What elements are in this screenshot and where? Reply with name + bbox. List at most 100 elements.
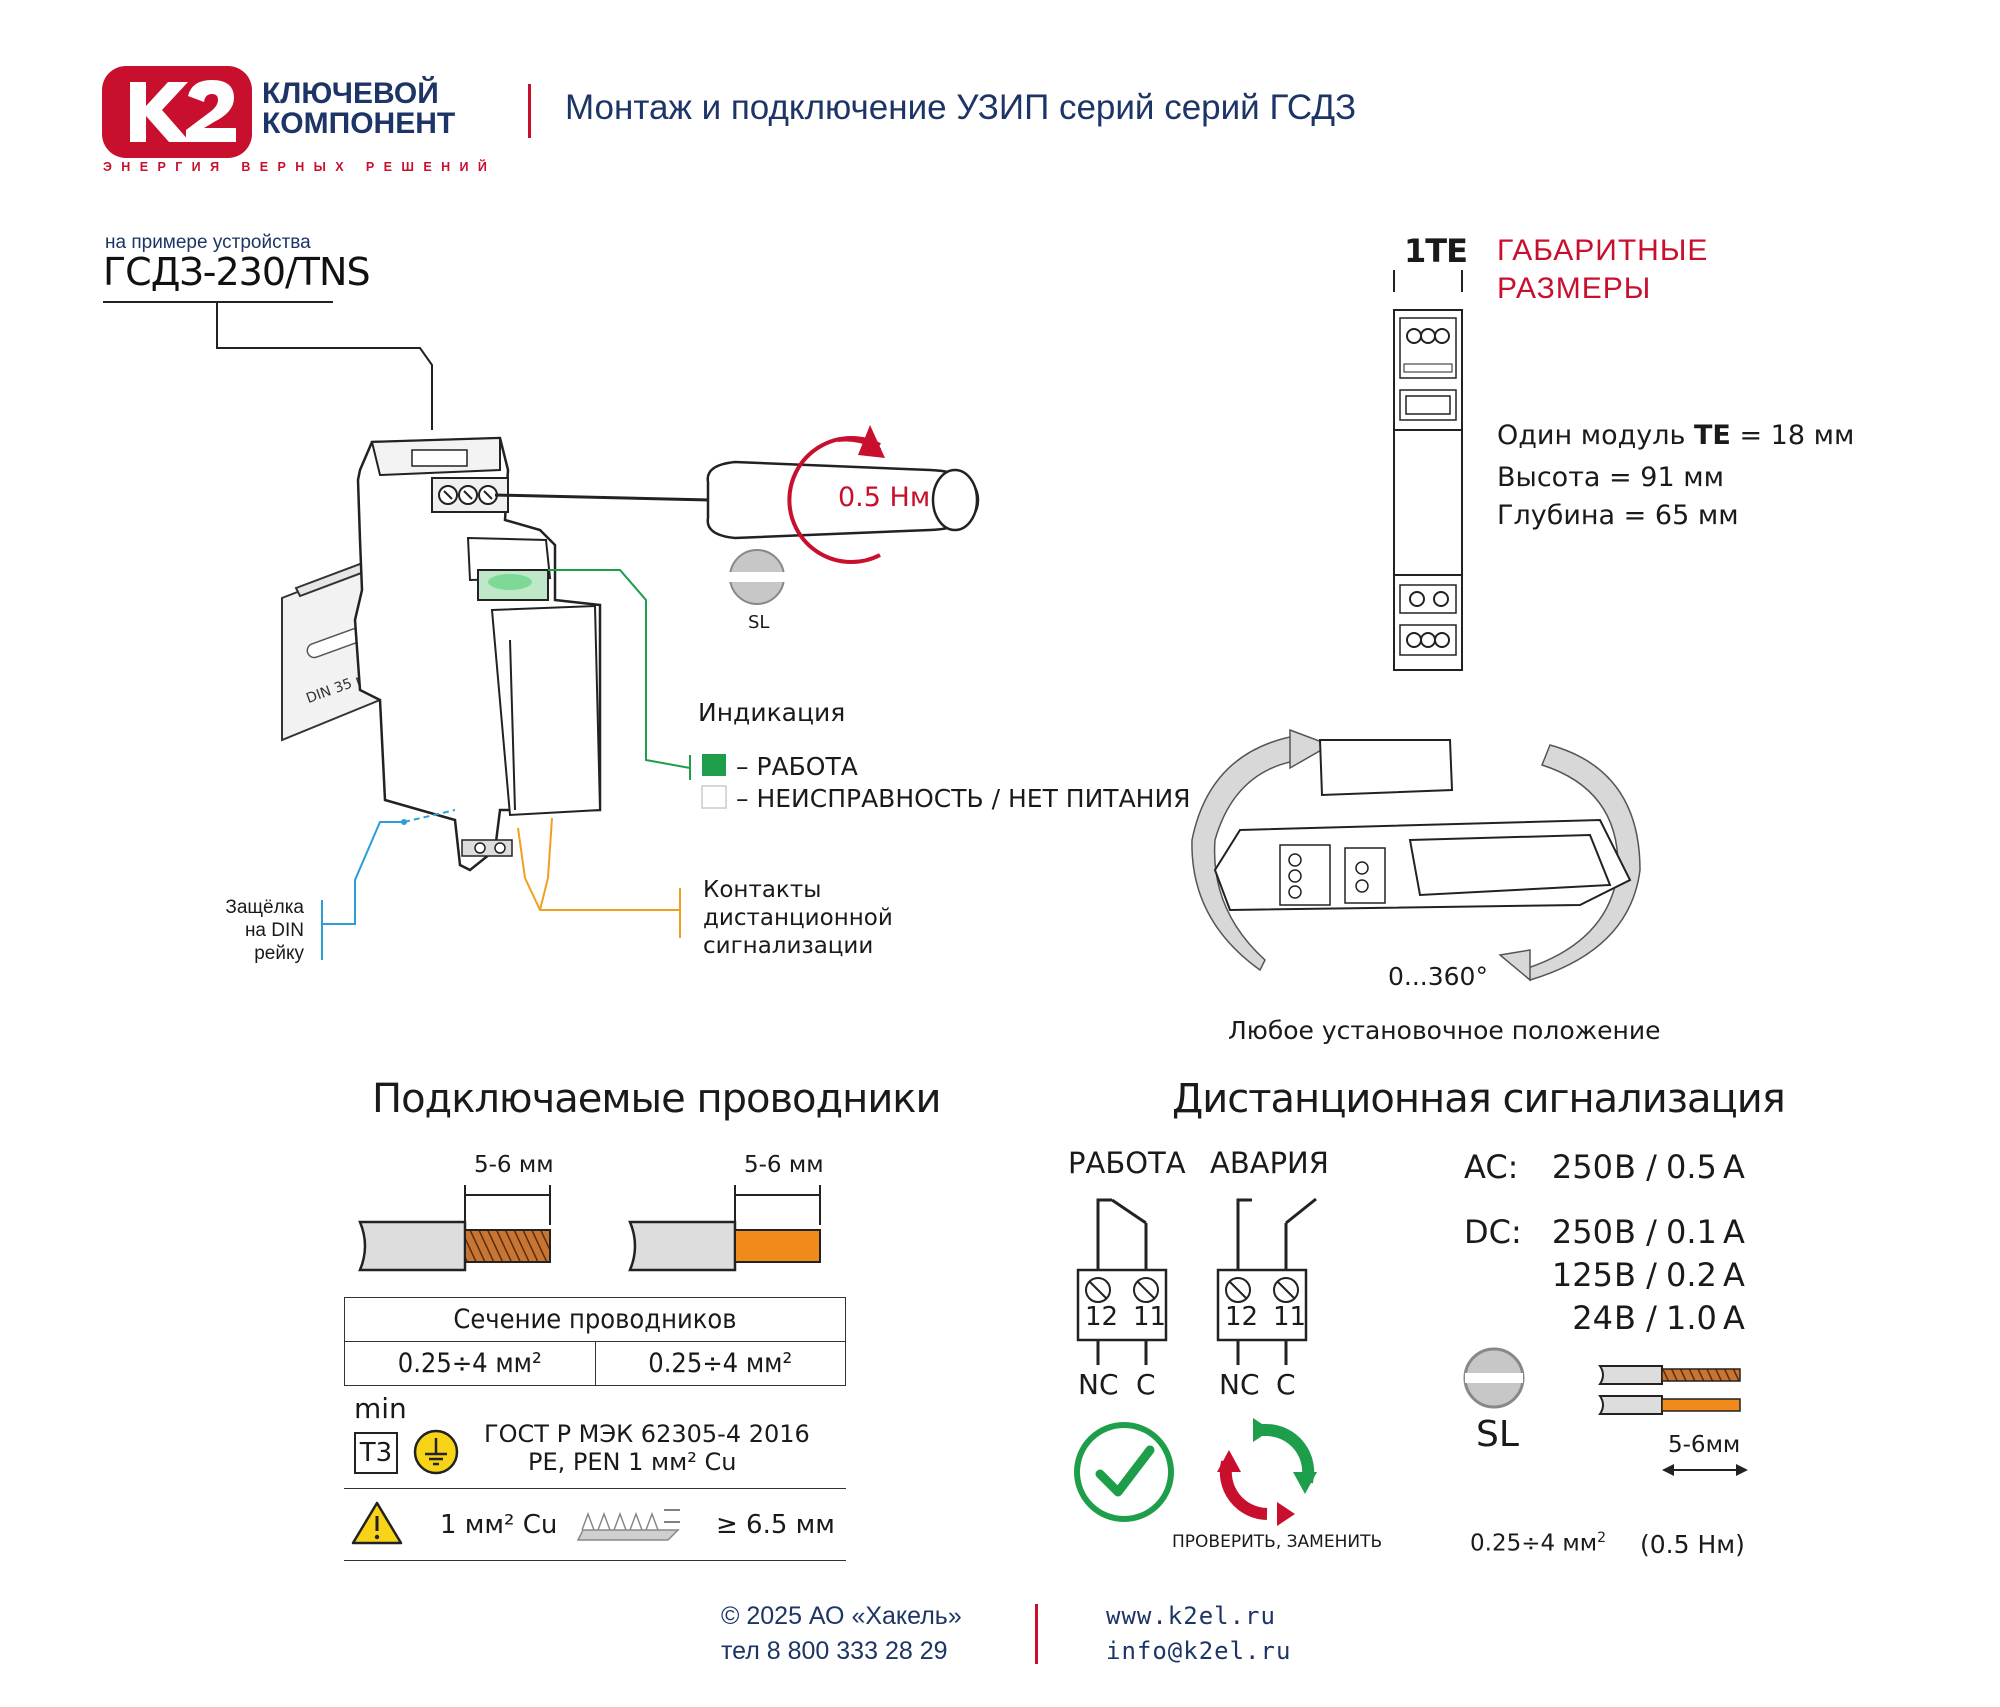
latch-label: Защёлка на DIN рейку xyxy=(180,896,304,965)
alarm-nc-label: NC xyxy=(1219,1368,1260,1401)
screwdriver-icon xyxy=(494,425,980,564)
sl-slot-icon xyxy=(729,549,785,605)
section-table-left: 0.25÷4 мм² xyxy=(344,1341,596,1386)
t3-badge: T3 xyxy=(354,1432,398,1474)
contacts-label-line2: дистанционной xyxy=(703,905,893,931)
work-c-label: C xyxy=(1136,1368,1156,1401)
contacts-label-line1: Контакты xyxy=(703,877,822,903)
rating-ac-au: А xyxy=(1723,1148,1745,1186)
conductors-illustration xyxy=(358,1185,821,1272)
module-size-te: TE xyxy=(1694,420,1731,451)
orientation-illustration xyxy=(1191,728,1641,982)
ground-icon xyxy=(413,1429,459,1475)
warn-cu: 1 мм² Cu xyxy=(440,1510,558,1540)
latch-label-line2: на DIN xyxy=(244,920,304,941)
alarm-terminal-11: 11 xyxy=(1273,1302,1307,1332)
wires-small-illustration xyxy=(1598,1365,1741,1415)
module-front-view xyxy=(1393,270,1463,671)
warning-icon xyxy=(351,1501,403,1545)
min-label: min xyxy=(354,1392,407,1425)
sl-slot-icon-small xyxy=(1463,1347,1525,1409)
footer-right: www.k2el.ru info@k2el.ru xyxy=(1106,1599,1291,1669)
conductors-divider-1 xyxy=(344,1488,846,1489)
dimensions-title-line2: РАЗМЕРЫ xyxy=(1497,272,1652,305)
rating-dc2-v: 125 xyxy=(1551,1256,1613,1294)
check-replace-label: ПРОВЕРИТЬ, ЗАМЕНИТЬ xyxy=(1172,1532,1383,1552)
warn-length: ≥ 6.5 мм xyxy=(716,1510,835,1540)
remote-title: Дистанционная сигнализация xyxy=(1172,1076,1786,1122)
latch-label-line3: рейку xyxy=(254,943,304,964)
section-small: 0.25÷4 мм2 xyxy=(1470,1530,1606,1557)
rating-dc2-a: 0.2 xyxy=(1666,1256,1717,1294)
rating-dc3-au: А xyxy=(1723,1299,1745,1337)
footer-left: © 2025 АО «Хакель» тел 8 800 333 28 29 xyxy=(721,1599,962,1669)
rating-ac-a: 0.5 xyxy=(1666,1148,1717,1186)
dimensions-title-line1: ГАБАРИТНЫЕ xyxy=(1497,234,1709,267)
brand-slogan: ЭНЕРГИЯ ВЕРНЫХ РЕШЕНИЙ xyxy=(103,160,497,174)
rating-dc1-vu: В / xyxy=(1614,1213,1657,1251)
rating-dc1-a: 0.1 xyxy=(1666,1213,1717,1251)
rating-dc1-v: 250 xyxy=(1551,1213,1613,1251)
torque-small: (0.5 Нм) xyxy=(1640,1530,1745,1559)
conductors-divider-2 xyxy=(344,1560,846,1561)
work-terminal-11: 11 xyxy=(1133,1302,1167,1332)
torque-label: 0.5 Нм xyxy=(838,482,931,513)
contacts-label-line3: сигнализации xyxy=(703,933,874,959)
rating-dc2-au: А xyxy=(1723,1256,1745,1294)
ac-label: AC: xyxy=(1464,1148,1519,1186)
sl-label-small: SL xyxy=(1476,1414,1519,1455)
module-depth: Глубина = 65 мм xyxy=(1497,500,1739,531)
conductors-title: Подключаемые проводники xyxy=(372,1076,941,1122)
footer-copyright: © 2025 АО «Хакель» xyxy=(721,1602,962,1630)
strip-arrow-icon xyxy=(1662,1464,1748,1476)
orientation-caption: Любое установочное положение xyxy=(1228,1016,1661,1045)
work-nc-label: NC xyxy=(1078,1368,1119,1401)
replace-cycle-icon xyxy=(1217,1418,1317,1526)
check-icon xyxy=(1074,1422,1174,1522)
relay-diagram xyxy=(1076,1197,1317,1365)
contacts-label: Контакты дистанционной сигнализации xyxy=(703,876,893,960)
device-illustration: DIN 35 mm xyxy=(103,301,980,960)
brand-name-line2: КОМПОНЕНТ xyxy=(262,107,456,140)
work-terminal-12: 12 xyxy=(1085,1302,1119,1332)
strip-length-small: 5-6мм xyxy=(1668,1432,1741,1458)
gost-line1: ГОСТ Р МЭК 62305-4 2016 xyxy=(484,1420,810,1448)
footer-email-link[interactable]: info@k2el.ru xyxy=(1106,1637,1292,1665)
rating-dc3-a: 1.0 xyxy=(1666,1299,1717,1337)
section-table-header: Сечение проводников xyxy=(344,1297,846,1342)
logo xyxy=(102,66,252,158)
section-table: Сечение проводников 0.25÷4 мм² 0.25÷4 мм… xyxy=(344,1297,846,1386)
rating-ac-vu: В / xyxy=(1614,1148,1657,1186)
rating-dc3-vu: В / xyxy=(1614,1299,1657,1337)
comb-busbar-icon xyxy=(576,1509,680,1541)
indicator-white-square xyxy=(701,785,727,809)
k2-logo-icon xyxy=(102,66,252,158)
alarm-label: АВАРИЯ xyxy=(1210,1146,1329,1180)
rating-dc3-v: 24 xyxy=(1572,1299,1613,1337)
page-title: Монтаж и подключение УЗИП серий серий ГС… xyxy=(565,88,1357,127)
indication-fault: – НЕИСПРАВНОСТЬ / НЕТ ПИТАНИЯ xyxy=(736,784,1191,813)
module-size-suffix: = 18 мм xyxy=(1730,420,1855,451)
strip-length-right: 5-6 мм xyxy=(744,1152,824,1178)
module-size-prefix: Один модуль xyxy=(1497,420,1694,451)
footer-phone: тел 8 800 333 28 29 xyxy=(721,1637,948,1665)
example-note: на примере устройства xyxy=(105,232,311,253)
gost-line2: PE, PEN 1 мм² Cu xyxy=(528,1448,737,1476)
footer-website-link[interactable]: www.k2el.ru xyxy=(1106,1602,1276,1630)
sl-label: SL xyxy=(748,612,770,633)
module-height: Высота = 91 мм xyxy=(1497,462,1724,493)
module-size: Один модуль TE = 18 мм xyxy=(1497,420,1854,451)
device-body xyxy=(353,436,602,872)
rating-ac-v: 250 xyxy=(1551,1148,1613,1186)
alarm-c-label: C xyxy=(1276,1368,1296,1401)
indication-work: – РАБОТА xyxy=(736,752,858,781)
section-small-sup: 2 xyxy=(1597,1530,1607,1546)
orientation-angle: 0...360° xyxy=(1388,962,1488,991)
header-divider xyxy=(528,84,531,138)
indicator-green-square xyxy=(702,754,726,776)
dimensions-title: ГАБАРИТНЫЕ РАЗМЕРЫ xyxy=(1497,232,1708,308)
module-label: 1TE xyxy=(1404,232,1468,270)
footer-divider xyxy=(1035,1604,1038,1664)
latch-label-line1: Защёлка xyxy=(225,897,304,918)
alarm-terminal-12: 12 xyxy=(1225,1302,1259,1332)
